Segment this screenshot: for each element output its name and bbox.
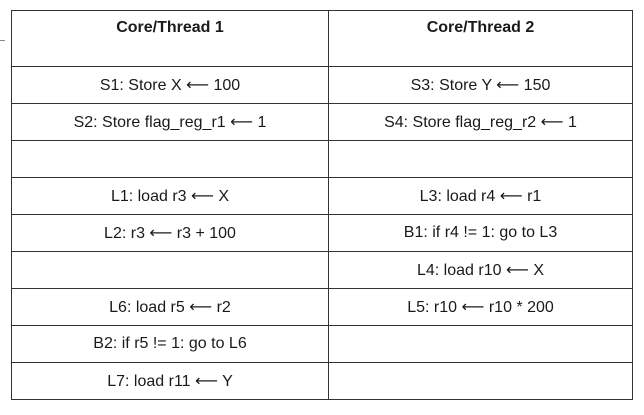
cell-thread-1: L2: r3 ⟵ r3 + 100 bbox=[11, 214, 329, 252]
table-row: L6: load r5 ⟵ r2 L5: r10 ⟵ r10 * 200 bbox=[11, 288, 633, 326]
cell-thread-2: L5: r10 ⟵ r10 * 200 bbox=[328, 288, 633, 326]
cell-thread-1: L7: load r11 ⟵ Y bbox=[11, 362, 329, 400]
cell-thread-1: S2: Store flag_reg_r1 ⟵ 1 bbox=[11, 103, 329, 141]
cell-thread-2: S3: Store Y ⟵ 150 bbox=[328, 66, 633, 104]
table-row: S1: Store X ⟵ 100 S3: Store Y ⟵ 150 bbox=[11, 66, 633, 104]
table-row: L2: r3 ⟵ r3 + 100 B1: if r4 != 1: go to … bbox=[11, 214, 633, 252]
cell-thread-2: L3: load r4 ⟵ r1 bbox=[328, 177, 633, 215]
header-thread-2: Core/Thread 2 bbox=[328, 10, 633, 67]
cell-thread-2: L4: load r10 ⟵ X bbox=[328, 251, 633, 289]
table-row bbox=[11, 140, 633, 178]
cell-thread-2 bbox=[328, 362, 633, 400]
memory-ordering-table: Core/Thread 1 Core/Thread 2 S1: Store X … bbox=[11, 10, 633, 400]
header-thread-1: Core/Thread 1 bbox=[11, 10, 329, 67]
cell-thread-1: L6: load r5 ⟵ r2 bbox=[11, 288, 329, 326]
cell-thread-1 bbox=[11, 251, 329, 289]
table-row: S2: Store flag_reg_r1 ⟵ 1 S4: Store flag… bbox=[11, 103, 633, 141]
table-row: B2: if r5 != 1: go to L6 bbox=[11, 325, 633, 363]
edge-mark bbox=[0, 40, 5, 41]
cell-thread-2 bbox=[328, 325, 633, 363]
table-row: L7: load r11 ⟵ Y bbox=[11, 362, 633, 400]
table-row: L1: load r3 ⟵ X L3: load r4 ⟵ r1 bbox=[11, 177, 633, 215]
cell-thread-1 bbox=[11, 140, 329, 178]
cell-thread-1: S1: Store X ⟵ 100 bbox=[11, 66, 329, 104]
cell-thread-2: B1: if r4 != 1: go to L3 bbox=[328, 214, 633, 252]
cell-thread-1: L1: load r3 ⟵ X bbox=[11, 177, 329, 215]
cell-thread-1: B2: if r5 != 1: go to L6 bbox=[11, 325, 329, 363]
table-row: L4: load r10 ⟵ X bbox=[11, 251, 633, 289]
header-row: Core/Thread 1 Core/Thread 2 bbox=[11, 10, 633, 67]
cell-thread-2: S4: Store flag_reg_r2 ⟵ 1 bbox=[328, 103, 633, 141]
cell-thread-2 bbox=[328, 140, 633, 178]
